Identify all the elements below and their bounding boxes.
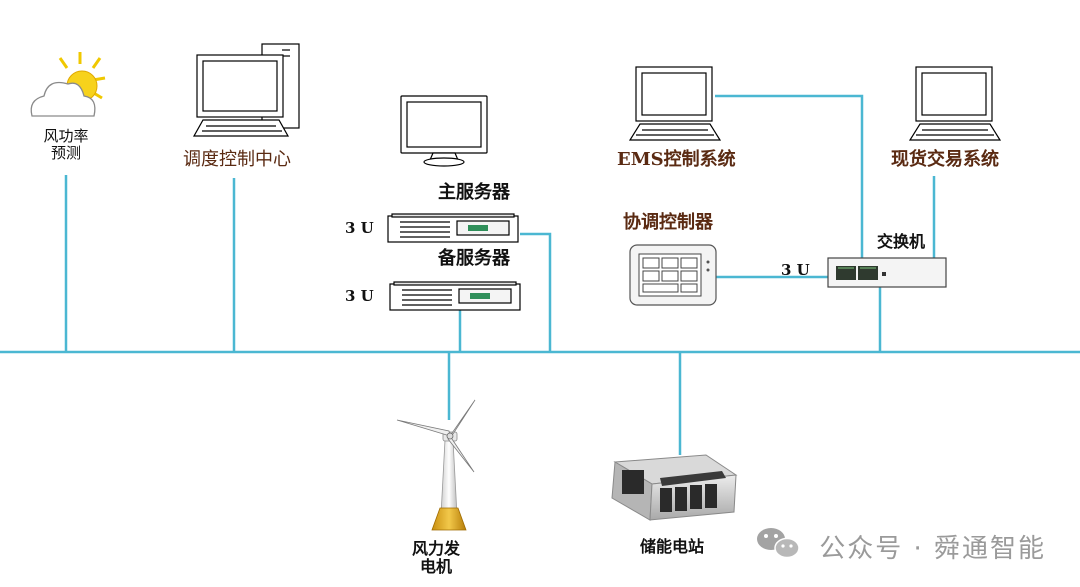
backup-server-icon <box>389 281 521 311</box>
wind-forecast-label: 风功率 预测 <box>43 127 89 163</box>
network-switch-icon <box>827 257 947 288</box>
cable-ems <box>715 94 864 258</box>
wechat-icon <box>757 528 800 559</box>
coordinator-device-icon <box>629 244 717 306</box>
dispatch-computer-icon <box>192 43 300 137</box>
ems-computer-icon <box>628 66 722 141</box>
coordinator-label: 协调控制器 <box>623 212 713 233</box>
coordinator-units: 3 U <box>781 261 810 279</box>
cloud-sun-icon <box>30 52 106 117</box>
cable-main-server <box>520 232 552 352</box>
storage-station-label: 储能电站 <box>640 537 705 556</box>
energy-storage-icon <box>611 454 738 521</box>
server-monitor-icon <box>400 95 488 167</box>
ems-label: EMS控制系统 <box>617 149 736 170</box>
spot-trading-label: 现货交易系统 <box>891 149 999 170</box>
spot-trading-computer-icon <box>908 66 1002 141</box>
wind-turbine-icon <box>396 399 476 531</box>
main-server-label: 主服务器 <box>438 182 510 203</box>
wind-turbine-label: 风力发 电机 <box>411 539 460 577</box>
backup-server-label: 备服务器 <box>438 248 510 269</box>
backup-server-units: 3 U <box>345 287 374 305</box>
network-cables <box>0 94 1080 455</box>
switch-label: 交换机 <box>877 232 926 251</box>
main-server-units: 3 U <box>345 219 374 237</box>
dispatch-center-label: 调度控制中心 <box>183 149 291 170</box>
main-server-icon <box>387 213 519 243</box>
watermark-text: 公众号 · 舜通智能 <box>819 534 1046 564</box>
